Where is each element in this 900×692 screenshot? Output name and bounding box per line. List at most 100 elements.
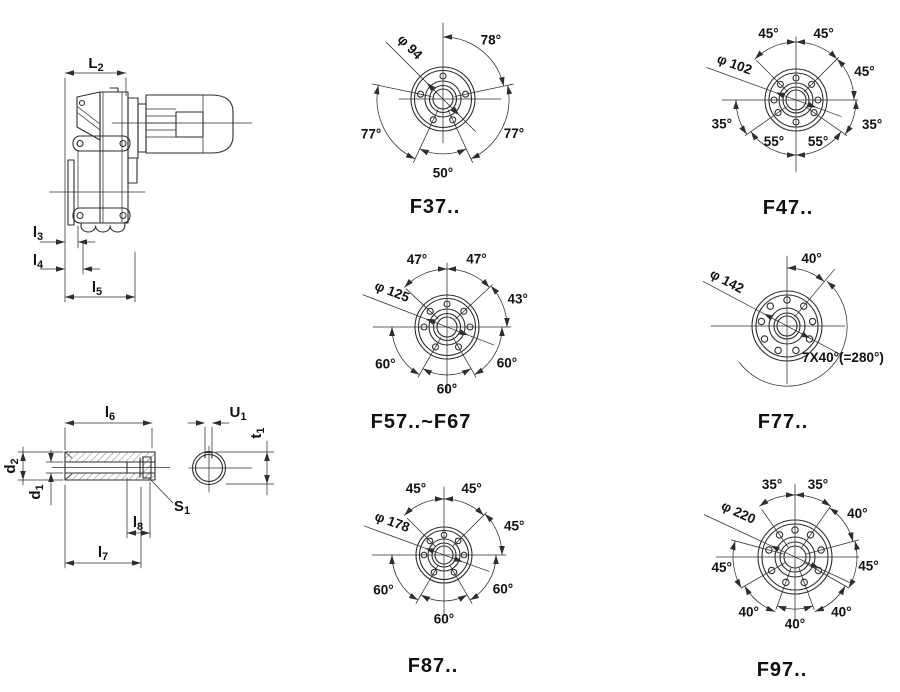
dimension-arrow — [787, 39, 796, 45]
dimension-arrow — [759, 498, 769, 507]
bolt-hole — [460, 551, 468, 559]
dimension-arrow — [450, 106, 460, 116]
angle-label: 50° — [433, 166, 453, 181]
bolt-hole — [800, 578, 808, 587]
dimension-arrow — [853, 100, 859, 109]
bolt-hole — [775, 531, 784, 539]
dimension-arrow — [470, 593, 480, 601]
keyway-slot — [204, 451, 213, 459]
angle-label: 60° — [434, 612, 454, 627]
angle-label: 55° — [764, 134, 784, 149]
dimension-arrow — [730, 540, 736, 551]
dimension-arrow — [770, 545, 780, 552]
bolt-hole — [814, 566, 823, 575]
bolt-hole — [431, 343, 440, 351]
dimension-label-d2: d2 — [2, 458, 21, 473]
dimension-arrow — [744, 586, 752, 596]
bolt-hole — [783, 296, 791, 304]
bolt-hole — [805, 335, 814, 343]
angle-label: 77° — [504, 126, 524, 141]
dimension-arrow — [264, 452, 270, 461]
dimension-arrow — [78, 239, 87, 245]
dimension-arrow — [456, 148, 467, 156]
dimension-arrow — [764, 313, 774, 321]
dimension-arrow — [854, 540, 860, 551]
angle-label: 77° — [361, 127, 381, 142]
dimension-arrow — [65, 70, 74, 76]
dimension-arrow — [444, 496, 453, 502]
flange-f97-drawing: 35°35°40°45°40°40°40°45°φ 220 — [703, 477, 879, 632]
dimension-arrow — [829, 507, 839, 516]
bolt-hole — [760, 335, 769, 343]
output-hub — [67, 159, 75, 226]
dimension-arrow — [848, 578, 856, 588]
dimension-arrow — [838, 586, 846, 596]
dimension-arrow — [775, 92, 785, 99]
dimension-arrow — [475, 507, 484, 516]
dimension-arrow — [48, 453, 54, 462]
dimension-arrow — [807, 101, 817, 108]
flange-label-f87: F87.. — [408, 655, 459, 677]
dimension-arrow — [264, 475, 270, 484]
dimension-arrow — [754, 50, 764, 59]
angle-label: 47° — [407, 252, 427, 267]
flange-f77-drawing: 40°7X40°(=280°)φ 142 — [702, 251, 884, 387]
dimension-arrow — [419, 148, 430, 156]
dimension-arrow — [796, 152, 805, 158]
dimension-arrow — [739, 125, 747, 135]
dimension-arrow — [493, 555, 499, 564]
motor-body — [145, 94, 234, 154]
angle-label: 45° — [406, 481, 426, 496]
dimension-arrow — [485, 513, 494, 523]
dimension-arrow — [787, 265, 796, 271]
angle-label: 47° — [466, 252, 486, 267]
angle-label: 45° — [858, 559, 878, 574]
hollow-shaft-section-view — [17, 422, 275, 569]
angle-label: 60° — [375, 357, 395, 372]
angle-label: 45° — [813, 26, 833, 41]
bolt-hole — [776, 80, 784, 88]
dimension-arrow — [56, 239, 65, 245]
bolt-circle-diameter-label: φ 94 — [395, 32, 426, 63]
dimension-arrow — [404, 507, 413, 516]
dimension-arrow — [56, 266, 65, 272]
dimension-arrow — [457, 594, 467, 602]
flange-label-f77: F77.. — [758, 411, 809, 433]
angle-label: 45° — [758, 26, 778, 41]
dimension-arrow — [499, 76, 505, 87]
dimension-arrow — [499, 327, 505, 336]
bolt-hole — [440, 531, 448, 539]
dimension-arrow — [470, 152, 481, 159]
angle-label: 35° — [762, 477, 782, 492]
dimension-arrow — [504, 318, 510, 327]
bolt-hole — [443, 300, 451, 308]
bolt-hole — [766, 302, 775, 310]
dimension-arrow — [851, 91, 857, 100]
dimension-label-U1: U1 — [230, 404, 247, 423]
dimension-arrow — [733, 100, 739, 109]
dimension-arrow — [447, 266, 456, 272]
dimension-arrow — [65, 560, 74, 566]
dimension-arrow — [461, 368, 471, 376]
dimension-label-d1: d1 — [27, 484, 46, 499]
angle-label: 35° — [862, 117, 882, 132]
dimension-arrow — [459, 329, 469, 336]
gear-unit-side-view — [39, 72, 253, 303]
angle-label: 43° — [507, 292, 527, 307]
bolt-circle-diameter-label: φ 142 — [708, 266, 747, 296]
dimension-arrow — [143, 420, 152, 426]
bolt-hole — [792, 346, 800, 355]
gear-housing — [99, 91, 129, 224]
dimension-arrow — [847, 532, 854, 542]
angle-label: 35° — [712, 117, 732, 132]
angle-label: 40° — [831, 605, 851, 620]
dimension-arrow — [127, 530, 136, 536]
angle-label: 45° — [854, 64, 874, 79]
shaft-view-dimension-lines — [17, 422, 275, 569]
dimension-label-l7: l7 — [98, 544, 108, 563]
dimension-label-t1: t1 — [248, 427, 267, 438]
bolt-hole — [454, 537, 462, 545]
dimension-arrow — [212, 420, 221, 426]
